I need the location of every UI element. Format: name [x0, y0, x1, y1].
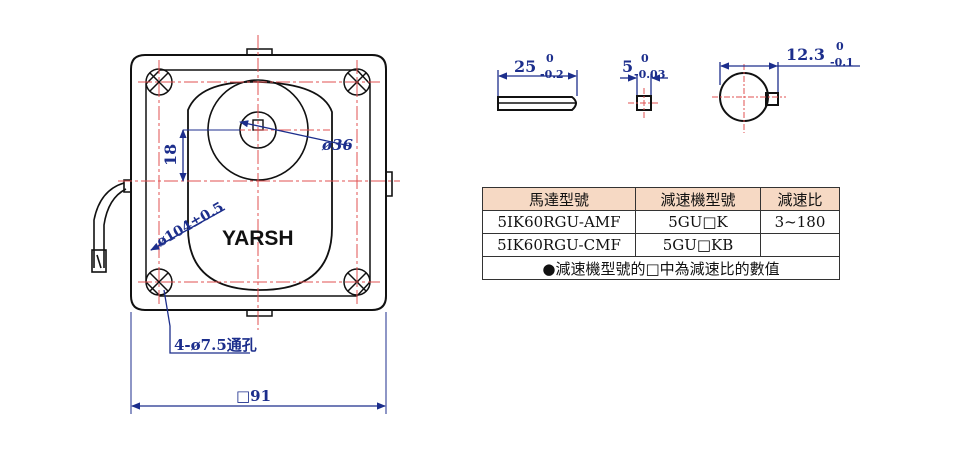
table-row: 5IK60RGU-CMF 5GU□KB — [482, 233, 840, 257]
svg-text:-0.03: -0.03 — [634, 68, 665, 81]
dim-dia36-label: ø36 — [321, 136, 353, 154]
shaft-length-dimension: 25 0 -0.2 — [514, 52, 564, 81]
cell-ratio — [760, 233, 840, 257]
dim-dia104-label: ø104±0.5 — [154, 199, 227, 250]
svg-text:25: 25 — [514, 57, 536, 76]
table-note: ●減速機型號的□中為減速比的數值 — [482, 256, 840, 280]
gear-boss — [187, 81, 333, 291]
top-tab — [246, 48, 273, 55]
table-note-row: ●減速機型號的□中為減速比的數值 — [482, 256, 840, 280]
dim-18-label: 18 — [161, 144, 180, 166]
cable — [91, 179, 131, 273]
cell-gearbox-model: 5GU□K — [635, 210, 761, 234]
header-gearbox-model: 減速機型號 — [635, 187, 761, 211]
svg-text:0: 0 — [641, 52, 649, 65]
svg-text:-0.1: -0.1 — [830, 56, 854, 69]
motor-front-view — [91, 48, 393, 317]
cell-motor-model: 5IK60RGU-CMF — [482, 233, 636, 257]
dimension-lines — [130, 120, 387, 414]
table-row: 5IK60RGU-AMF 5GU□K 3~180 — [482, 210, 840, 234]
svg-text:0: 0 — [836, 40, 844, 53]
header-motor-model: 馬達型號 — [482, 187, 636, 211]
shaft-flat-dimension: 12.3 0 -0.1 — [786, 40, 854, 69]
dim-holes-label: 4-ø7.5通孔 — [174, 336, 257, 354]
shaft-side-view — [497, 70, 578, 111]
cell-gearbox-model: 5GU□KB — [635, 233, 761, 257]
header-ratio: 減速比 — [760, 187, 840, 211]
dim-91-label: □91 — [236, 387, 271, 405]
cell-motor-model: 5IK60RGU-AMF — [482, 210, 636, 234]
brand-logo: YARSH — [222, 227, 294, 250]
side-connector — [386, 171, 393, 197]
model-spec-table: 馬達型號 減速機型號 減速比 5IK60RGU-AMF 5GU□K 3~180 … — [482, 187, 840, 280]
key-width-dimension: 5 0 -0.03 — [622, 52, 665, 81]
svg-text:0: 0 — [546, 52, 554, 65]
svg-text:-0.2: -0.2 — [540, 68, 564, 81]
motor-housing-outline — [130, 54, 387, 311]
centerlines — [118, 35, 400, 330]
bottom-tab — [246, 310, 273, 317]
key-end-view — [620, 74, 668, 118]
svg-text:12.3: 12.3 — [786, 45, 825, 64]
table-header-row: 馬達型號 減速機型號 減速比 — [482, 187, 840, 211]
cell-ratio: 3~180 — [760, 210, 840, 234]
svg-text:5: 5 — [622, 57, 633, 76]
shaft-flat-view — [712, 62, 860, 133]
